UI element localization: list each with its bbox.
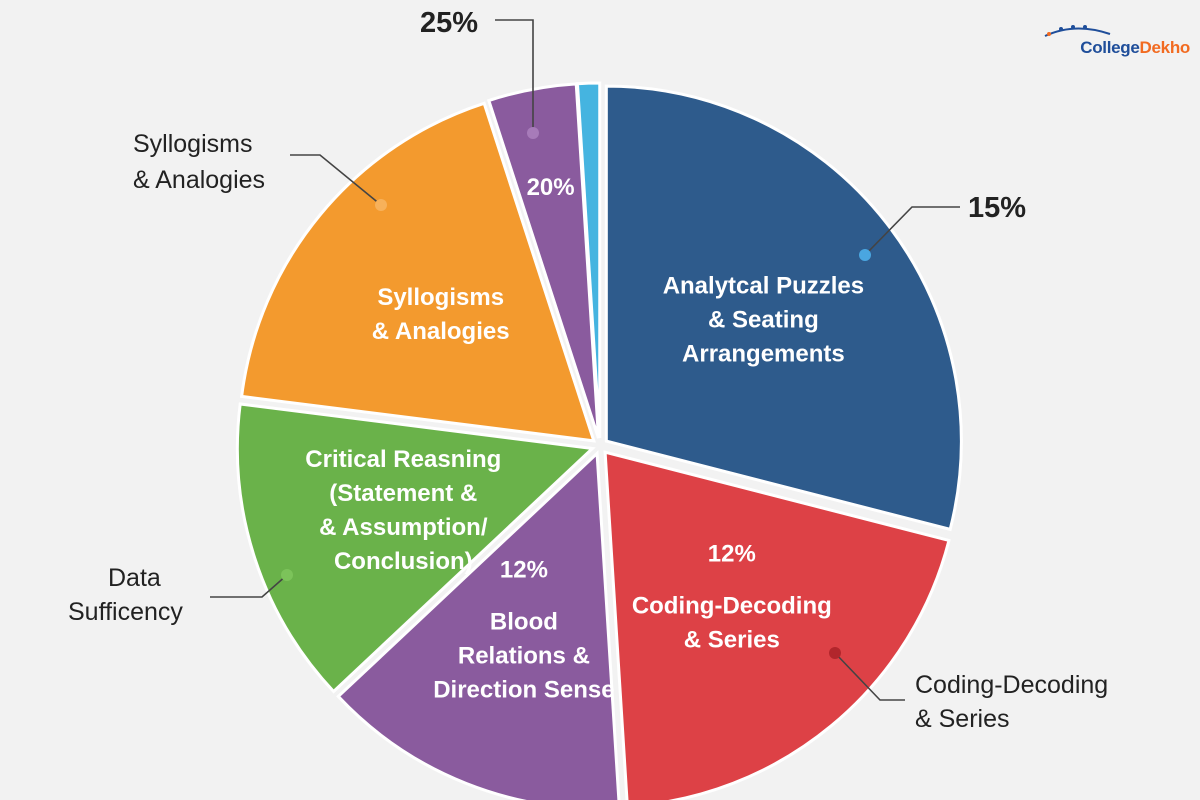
slice-label: Direction Sense — [433, 676, 614, 703]
brand-name-part2: Dekho — [1139, 38, 1191, 57]
slice-label: Arrangements — [682, 340, 845, 367]
leader-right-bottom — [834, 652, 905, 701]
pie-slices — [235, 81, 963, 800]
slice-label: Blood — [490, 608, 558, 635]
slice-label: & Assumption/ — [319, 514, 488, 541]
slice-label: Coding-Decoding — [632, 592, 832, 619]
slice-label: & Analogies — [372, 318, 510, 345]
slice-percent-label: 12% — [500, 556, 548, 583]
slice-label: & Seating — [708, 306, 819, 333]
leader-dot-left-bottom — [281, 569, 293, 581]
slice-label: Critical Reasning — [305, 446, 501, 473]
leader-dot-top — [527, 127, 539, 139]
leader-left-top — [290, 154, 382, 206]
callout-right-pct: 15% — [968, 192, 1026, 224]
brand-logo[interactable]: CollegeDekho — [1080, 38, 1190, 58]
slice-label: Relations & — [458, 642, 590, 669]
slice-label: Conclusion) — [334, 548, 473, 575]
pie-slice — [239, 101, 596, 443]
slice-percent-label: 20% — [527, 174, 575, 201]
leader-lines — [210, 19, 960, 701]
leader-right — [864, 206, 960, 256]
leader-dot-right — [859, 249, 871, 261]
leader-top — [495, 19, 534, 133]
pie-slice — [575, 81, 602, 439]
callout-left-top-line2: & Analogies — [133, 166, 265, 194]
brand-stars-icon — [1044, 25, 1111, 37]
slice-label: Analytcal Puzzles — [663, 272, 864, 299]
slice-label: Syllogisms — [377, 284, 504, 311]
slice-label: (Statement & — [329, 480, 477, 507]
callout-left-bottom-line2: Sufficency — [68, 598, 183, 626]
pie-slice — [235, 402, 596, 694]
pie-slice — [603, 450, 951, 800]
leader-left-bottom — [210, 574, 288, 598]
callout-top-pct: 25% — [420, 7, 478, 39]
callout-right-bottom-line1: Coding-Decoding — [915, 671, 1108, 699]
brand-name-part1: College — [1080, 38, 1140, 57]
callout-left-top-line1: Syllogisms — [133, 130, 252, 158]
callout-left-bottom-line1: Data — [108, 564, 161, 592]
callout-right-bottom-line2: & Series — [915, 705, 1009, 733]
pie-slice — [604, 84, 963, 532]
slice-label: & Series — [684, 626, 780, 653]
slice-percent-label: 12% — [708, 540, 756, 567]
leader-dot-left-top — [375, 199, 387, 211]
pie-slice — [336, 450, 621, 800]
leader-dot-right-bottom — [829, 647, 841, 659]
